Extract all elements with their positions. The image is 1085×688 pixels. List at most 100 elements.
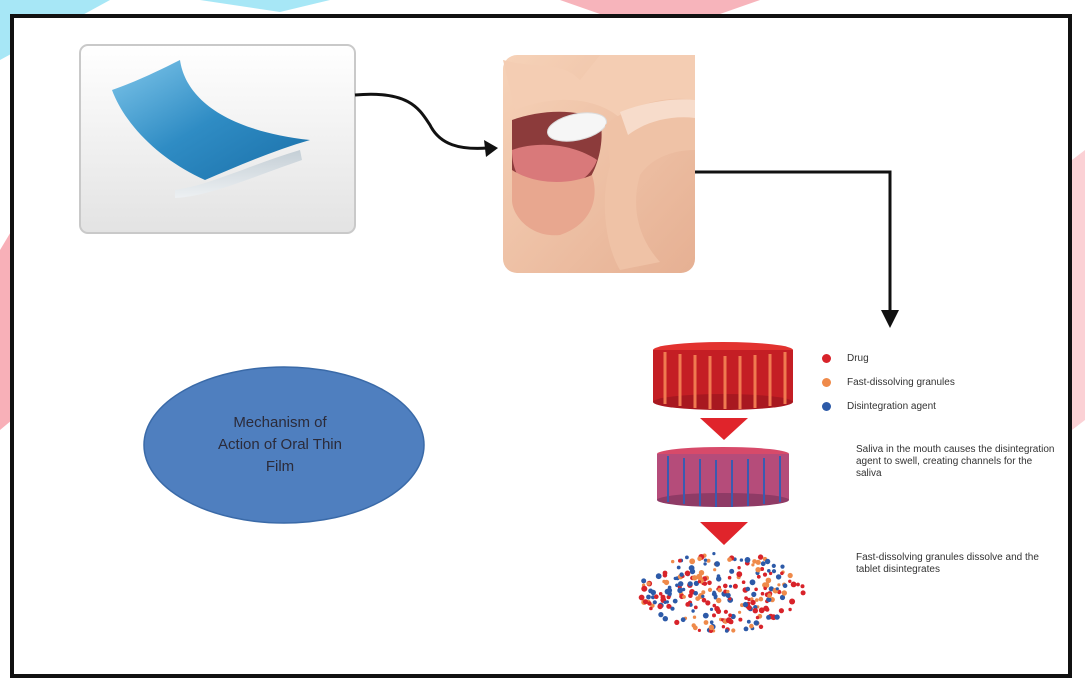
particle-dot — [780, 564, 785, 569]
particle-dot — [648, 588, 653, 594]
particle-dot — [687, 581, 693, 587]
particle-dot — [727, 575, 732, 580]
particle-dot — [712, 552, 716, 556]
particle-dot — [676, 565, 681, 570]
particle-dot — [725, 617, 732, 624]
particle-dot — [779, 594, 786, 601]
particle-dot — [745, 586, 751, 592]
oral-film-icon — [112, 60, 310, 180]
legend-label: Disintegration agent — [847, 400, 936, 412]
particle-dot — [638, 594, 645, 601]
particle-dot — [716, 576, 722, 582]
particle-dot — [789, 598, 796, 605]
particle-dot — [728, 584, 733, 588]
particle-dot — [701, 594, 705, 599]
particle-dot — [689, 568, 696, 575]
arrow-mouth-to-process — [695, 170, 892, 312]
particle-dot — [760, 567, 765, 571]
particle-dot — [701, 597, 707, 603]
particle-dot — [657, 603, 663, 610]
particle-dot — [758, 596, 764, 602]
particle-dot — [723, 589, 728, 594]
particle-dot — [741, 580, 746, 584]
particle-dot — [662, 570, 668, 576]
particle-dot — [709, 607, 714, 612]
particle-dot — [691, 575, 698, 581]
particle-dot — [658, 592, 663, 596]
arrow-film-to-mouth — [354, 92, 489, 150]
particle-dot — [647, 601, 652, 606]
particle-dot — [790, 581, 797, 588]
particle-dot — [737, 566, 741, 570]
particle-dot — [651, 595, 655, 600]
legend-label: Drug — [847, 352, 869, 364]
particle-dot — [751, 563, 755, 567]
red-arrow-2 — [700, 522, 748, 545]
particle-dot — [660, 594, 666, 600]
particle-dot — [749, 623, 754, 629]
legend-label: Fast-dissolving granules — [847, 376, 955, 388]
particle-dot — [749, 579, 756, 586]
particle-dot — [703, 620, 709, 625]
particle-dot — [721, 625, 726, 629]
particle-dot — [706, 558, 711, 563]
particle-dot — [758, 624, 764, 629]
particle-dot — [667, 591, 672, 597]
particle-dot — [709, 620, 714, 624]
particle-dot — [703, 562, 707, 566]
particle-dot — [713, 568, 717, 572]
particle-dot — [754, 587, 758, 592]
particle-dot — [771, 563, 776, 569]
particle-dot — [649, 606, 653, 611]
granule-dot-icon — [822, 377, 831, 387]
particle-dot — [758, 607, 765, 614]
particle-dot — [726, 589, 730, 594]
particle-dot — [666, 587, 673, 594]
particle-dot — [800, 590, 806, 596]
film-card — [79, 44, 356, 234]
particle-dot — [673, 576, 677, 581]
particle-dot — [691, 623, 696, 628]
particle-dot — [675, 583, 679, 588]
particle-dot — [778, 608, 785, 614]
particle-dot — [723, 583, 728, 589]
particle-dot — [679, 572, 684, 577]
particle-dot — [760, 591, 765, 596]
particle-dot — [731, 628, 736, 633]
mechanism-ellipse — [143, 366, 425, 524]
legend-item-drug: Drug — [822, 350, 869, 366]
particle-dot — [677, 587, 683, 594]
particle-dot — [766, 615, 771, 620]
particle-dot — [729, 568, 735, 574]
particle-dot — [670, 606, 675, 611]
particle-dot — [693, 580, 700, 587]
particle-dot — [788, 579, 792, 583]
particle-dot — [763, 605, 769, 611]
particle-dot — [747, 597, 751, 602]
drug-dot-icon — [822, 353, 831, 363]
particle-dot — [654, 594, 659, 599]
mouth-photo — [503, 55, 695, 273]
particle-dot — [682, 595, 686, 599]
particle-dot — [750, 597, 754, 601]
disintegration-panel — [638, 330, 1055, 640]
particle-dot — [672, 598, 678, 604]
particle-dot — [674, 619, 680, 626]
particle-dot — [744, 557, 751, 563]
particle-dot — [755, 615, 760, 620]
disintegrated-particles — [638, 552, 806, 633]
particle-dot — [658, 612, 664, 618]
particle-dot — [764, 558, 771, 565]
particle-dot — [712, 613, 716, 618]
particle-dot — [757, 554, 764, 560]
particle-dot — [662, 616, 668, 622]
particle-dot — [716, 597, 722, 604]
particle-dot — [750, 599, 756, 606]
particle-dot — [800, 584, 805, 589]
particle-dot — [705, 600, 711, 606]
swelling-tablet-icon — [657, 447, 789, 507]
particle-dot — [727, 557, 732, 562]
particle-dot — [755, 567, 761, 573]
particle-dot — [767, 569, 771, 573]
